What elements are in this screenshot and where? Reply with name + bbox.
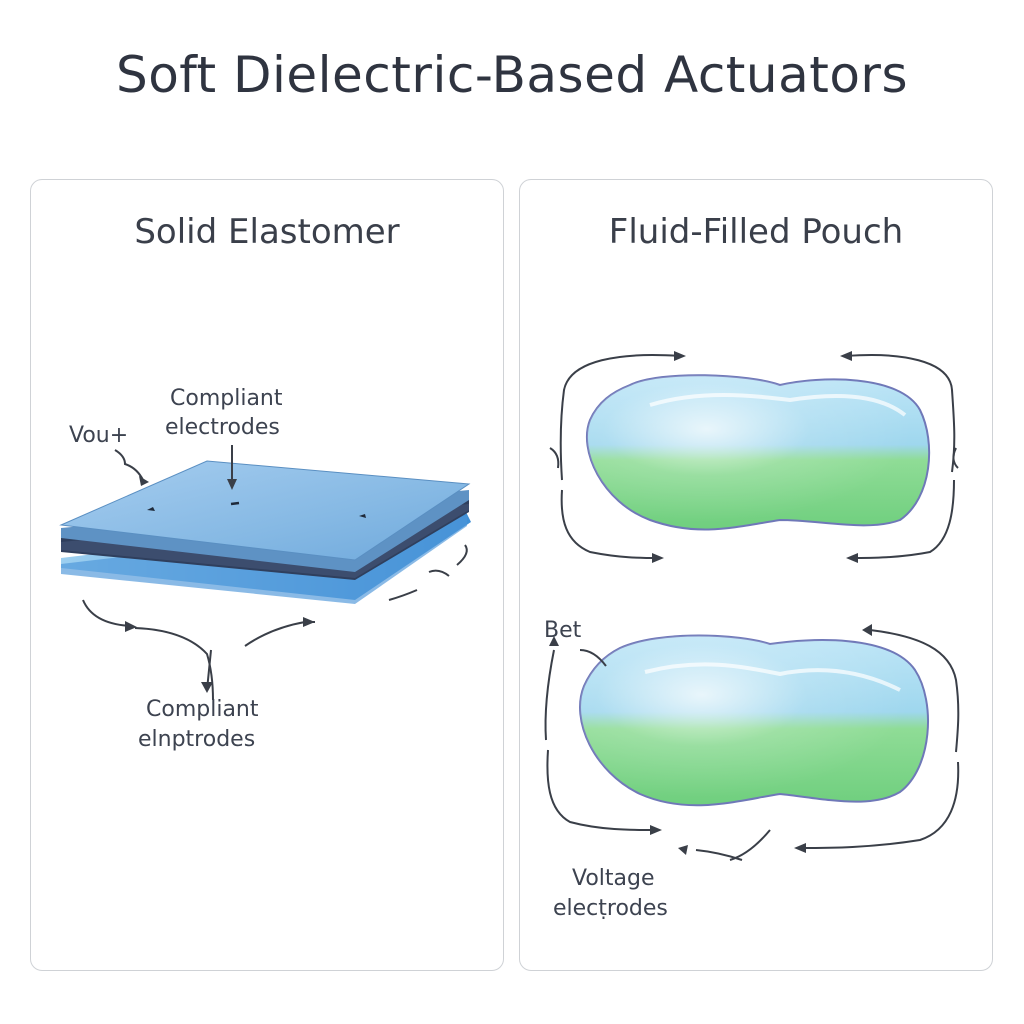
fluid-pouch-title: Fluid-Filled Pouch	[608, 212, 904, 252]
bet-label: Bet	[544, 618, 582, 643]
fluid-pouch-panel: Fluid-Filled Pouch	[519, 179, 993, 971]
vout-squiggle-icon	[114, 449, 144, 481]
vout-label: Vou+	[69, 423, 128, 448]
top-pouch-arrows	[549, 354, 959, 559]
elastomer-stack	[59, 460, 471, 604]
page-title: Soft Dielectric-Based Actuators	[115, 46, 909, 104]
bottom-pouch	[579, 634, 929, 807]
solid-elastomer-diagram: Compliant electrodes Vou+ Compliant elnp…	[59, 386, 471, 752]
bottom-converging-arrows	[82, 599, 315, 701]
voltage-label-line2: elecṭrodes	[553, 896, 668, 921]
bottom-label-line1: Compliant	[146, 697, 259, 722]
top-label-line1: Compliant	[170, 386, 283, 411]
solid-elastomer-panel: Solid Elastomer	[30, 179, 504, 971]
top-electrode-plate	[59, 460, 471, 561]
top-pouch	[585, 374, 931, 531]
voltage-label-line1: Voltage	[572, 866, 655, 891]
solid-elastomer-title: Solid Elastomer	[134, 212, 400, 252]
bottom-label-line2: elnptrodes	[138, 727, 255, 752]
top-label-line2: electrodes	[165, 415, 280, 440]
fluid-pouch-diagram: Bet Voltage elecṭrodes	[544, 351, 960, 921]
bottom-pouch-arrows	[544, 629, 960, 861]
